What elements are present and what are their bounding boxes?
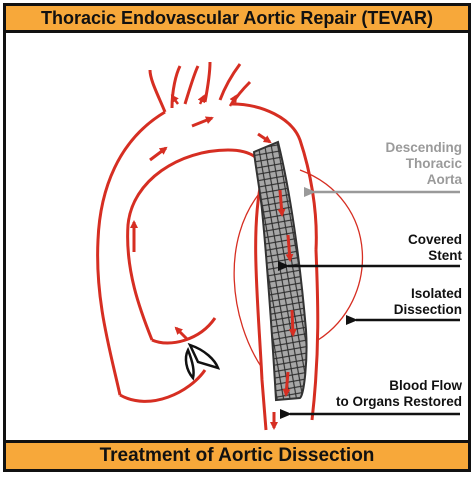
label-line: Stent (428, 248, 462, 263)
aorta-outer-wall (96, 110, 166, 396)
label-isolated-dissection: Isolated Dissection (346, 286, 462, 325)
label-line: Covered (408, 232, 462, 247)
common-carotid-artery (183, 65, 200, 105)
common-carotid-artery-inner (203, 61, 212, 103)
label-blood-flow: Blood Flow to Organs Restored (280, 378, 462, 419)
aortic-root-lower (119, 369, 207, 403)
footer-banner: Treatment of Aortic Dissection (3, 440, 471, 472)
subclavian-artery-inner (230, 80, 252, 105)
flow-arrow (149, 146, 168, 162)
aortic-valve-leaflet (187, 342, 221, 370)
label-line: Aorta (427, 172, 463, 187)
title-banner: Thoracic Endovascular Aortic Repair (TEV… (3, 3, 471, 33)
descending-aorta-left-wall (254, 177, 268, 431)
flow-arrow (282, 371, 291, 397)
flow-arrow (170, 94, 179, 105)
aorta-inner-wall (126, 148, 265, 341)
label-line: Descending (385, 140, 462, 155)
arch-top-wall (231, 102, 318, 251)
flow-arrow (257, 132, 272, 144)
label-line: to Organs Restored (336, 394, 462, 409)
brachiocephalic-artery (148, 69, 167, 113)
aortic-valve-leaflet (184, 346, 195, 381)
flow-arrow (288, 309, 297, 337)
brachiocephalic-artery-inner (170, 65, 182, 109)
label-line: Dissection (394, 302, 462, 317)
page-title: Thoracic Endovascular Aortic Repair (TEV… (40, 7, 434, 28)
label-line: Thoracic (406, 156, 463, 171)
label-descending-aorta: Descending Thoracic Aorta (304, 140, 463, 197)
footer-title: Treatment of Aortic Dissection (99, 445, 375, 466)
label-covered-stent: Covered Stent (278, 232, 463, 271)
label-line: Isolated (411, 286, 462, 301)
subclavian-artery (218, 63, 242, 101)
aortic-root (151, 317, 217, 345)
isolated-dissection-outline (233, 169, 364, 369)
flow-arrow (277, 189, 286, 217)
flow-arrow (197, 94, 206, 105)
flow-arrow (174, 326, 190, 342)
descending-aorta-right-wall (310, 249, 320, 421)
label-line: Blood Flow (389, 378, 462, 393)
flow-arrow (191, 116, 214, 128)
flow-arrow (228, 94, 238, 107)
flow-arrow (285, 234, 294, 262)
